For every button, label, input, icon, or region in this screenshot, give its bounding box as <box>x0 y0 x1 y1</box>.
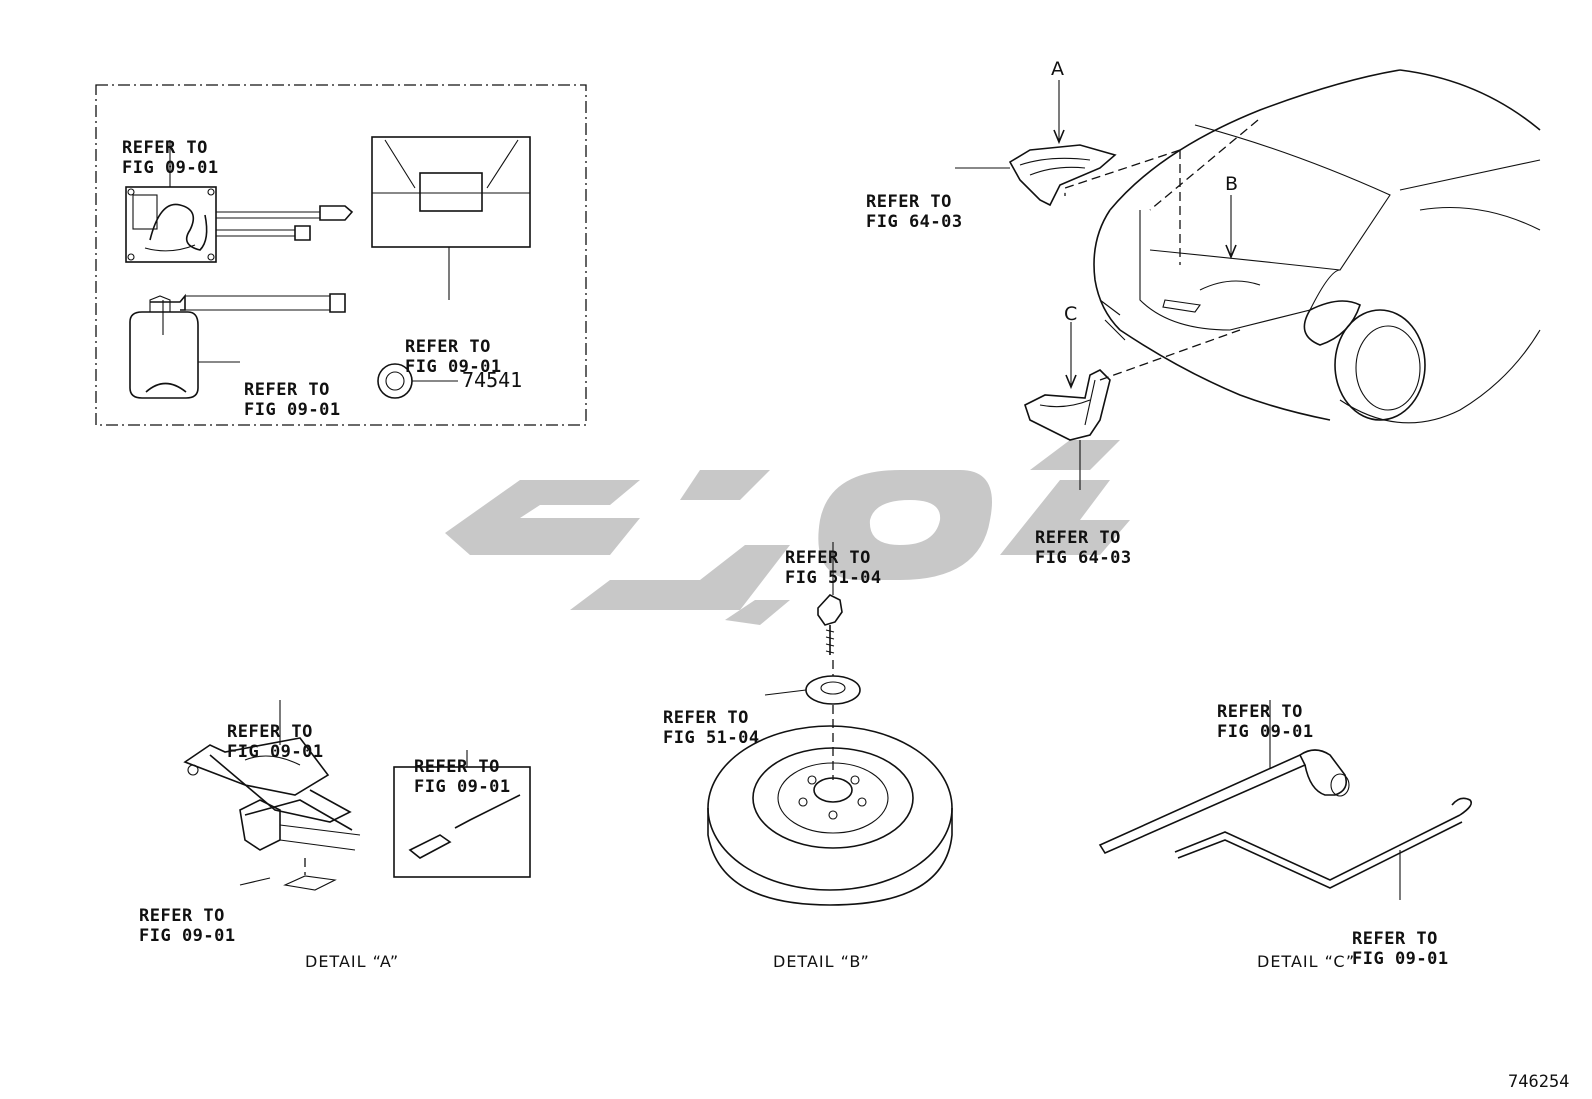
tray-part-c <box>1024 369 1111 490</box>
figure-number: 746254 <box>1508 1072 1570 1092</box>
jack-handle <box>1174 797 1473 900</box>
caption-detail-a: DETAIL “A” <box>305 952 400 971</box>
tool-bag-box <box>393 750 531 878</box>
callout-c: C <box>1064 303 1078 325</box>
callout-a: A <box>1051 58 1064 80</box>
callout-b: B <box>1225 173 1239 195</box>
washer-plate <box>764 660 861 780</box>
watermark-logo <box>445 440 1130 625</box>
lug-wrench <box>1098 700 1350 855</box>
spare-tire <box>707 725 953 906</box>
vehicle-rear-outline <box>1053 69 1541 424</box>
hold-down-bolt <box>817 542 843 655</box>
caption-detail-b: DETAIL “B” <box>773 952 870 971</box>
tray-part-a <box>955 144 1117 207</box>
scissor-jack <box>183 700 361 891</box>
sticker-part-number: 74541 <box>462 368 523 392</box>
inset-kit-box <box>95 84 587 426</box>
caption-detail-c: DETAIL “C” <box>1257 952 1356 971</box>
